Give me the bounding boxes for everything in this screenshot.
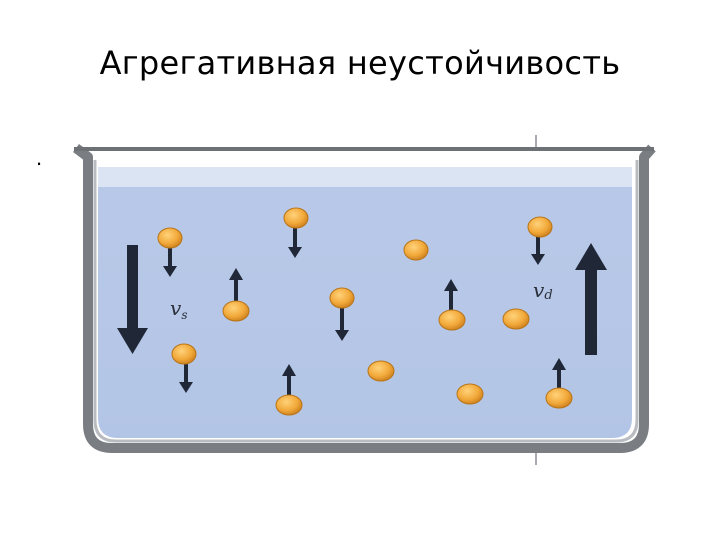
- small-arrow-down-5: [531, 234, 545, 265]
- particle: [275, 394, 303, 416]
- bullet-marker: .: [36, 145, 43, 170]
- big-arrow-up: [575, 243, 607, 355]
- particle: [283, 207, 309, 229]
- small-arrow-down-4: [179, 362, 193, 393]
- small-arrow-up-3: [282, 364, 296, 398]
- small-arrow-up-1: [229, 268, 243, 302]
- particle: [157, 227, 183, 249]
- particle: [171, 343, 197, 365]
- particle: [545, 387, 573, 409]
- liquid: [98, 167, 632, 438]
- particle: [502, 308, 530, 330]
- small-arrows-down: [163, 227, 545, 393]
- small-arrows-up: [229, 268, 566, 398]
- small-arrow-down-3: [335, 307, 349, 341]
- particle: [222, 300, 250, 322]
- particle: [527, 216, 553, 238]
- particle: [403, 239, 429, 261]
- particle: [329, 287, 355, 309]
- particle: [438, 309, 466, 331]
- label-vs-text: v: [170, 296, 182, 320]
- label-vs: vs: [170, 296, 187, 322]
- vessel: [73, 144, 656, 453]
- big-arrow-down: [117, 245, 148, 354]
- small-arrow-up-2: [444, 279, 458, 311]
- particles: [157, 207, 573, 416]
- label-vd: vd: [533, 278, 553, 303]
- vessel-wall: [73, 144, 656, 453]
- small-arrow-down-1: [163, 246, 177, 277]
- particle: [456, 383, 484, 405]
- small-arrow-up-4: [552, 358, 566, 390]
- particle: [367, 360, 395, 382]
- slide-title: Агрегативная неустойчивость: [99, 44, 621, 82]
- liquid-surface: [98, 167, 632, 187]
- small-arrow-down-2: [288, 227, 302, 258]
